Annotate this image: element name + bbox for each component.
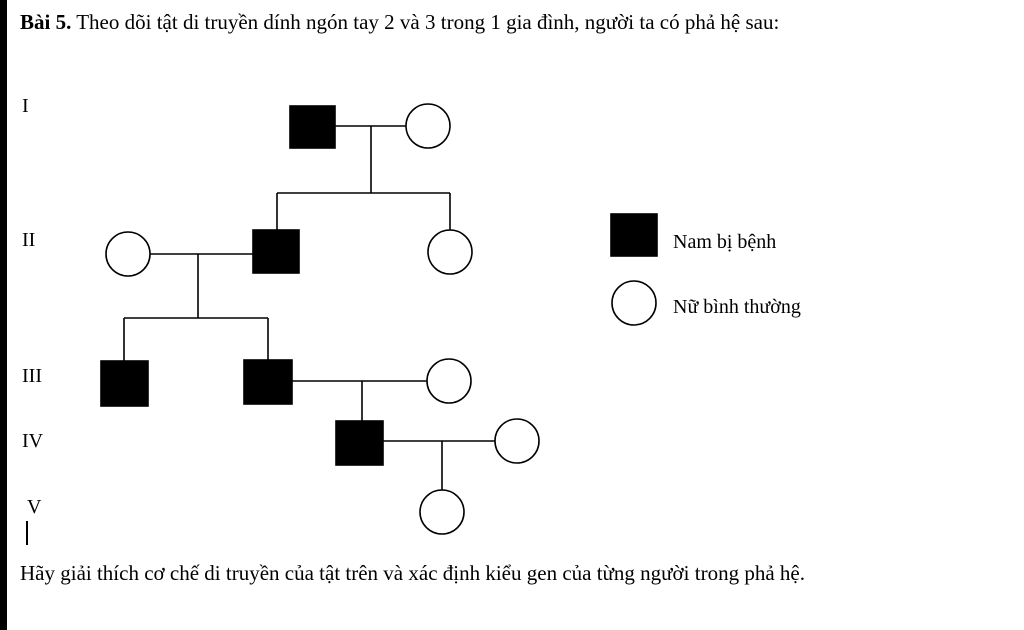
generation-label-iv: IV: [22, 430, 44, 452]
individual-iii-3-normal-female: [426, 358, 472, 404]
legend-normal-female-symbol: [611, 280, 657, 326]
individual-iv-2-normal-female: [494, 418, 540, 464]
generation-label-v: V: [27, 496, 42, 518]
pedigree-lines: [123, 125, 495, 490]
problem-statement: Bài 5. Theo dõi tật di truyền dính ngón …: [20, 6, 1010, 38]
individual-i-1-affected-male: [289, 105, 336, 149]
legend-symbols: [610, 213, 658, 326]
generation-label-i: I: [22, 95, 29, 117]
individual-ii-3-normal-female: [427, 229, 473, 275]
individual-iv-1-affected-male: [335, 420, 384, 466]
generation-label-iii: III: [22, 365, 42, 387]
left-edge-bar: [0, 0, 7, 630]
generation-label-ii: II: [22, 229, 36, 251]
individual-ii-1-normal-female: [105, 231, 151, 277]
individual-ii-2-affected-male: [252, 229, 300, 274]
text-cursor: [26, 521, 28, 545]
question-text: Hãy giải thích cơ chế di truyền của tật …: [20, 561, 805, 585]
problem-label: Bài 5.: [20, 10, 72, 34]
individual-v-1-normal-female: [419, 489, 465, 535]
pedigree-individuals: [100, 103, 540, 535]
individual-i-2-normal-female: [405, 103, 451, 149]
problem-text: Theo dõi tật di truyền dính ngón tay 2 v…: [76, 10, 780, 34]
individual-iii-1-affected-male: [100, 360, 149, 407]
legend-affected-male-symbol: [610, 213, 658, 257]
individual-iii-2-affected-male: [243, 359, 293, 405]
legend-normal-female-label: Nữ bình thường: [673, 296, 801, 318]
legend-affected-male-label: Nam bị bệnh: [673, 231, 777, 253]
